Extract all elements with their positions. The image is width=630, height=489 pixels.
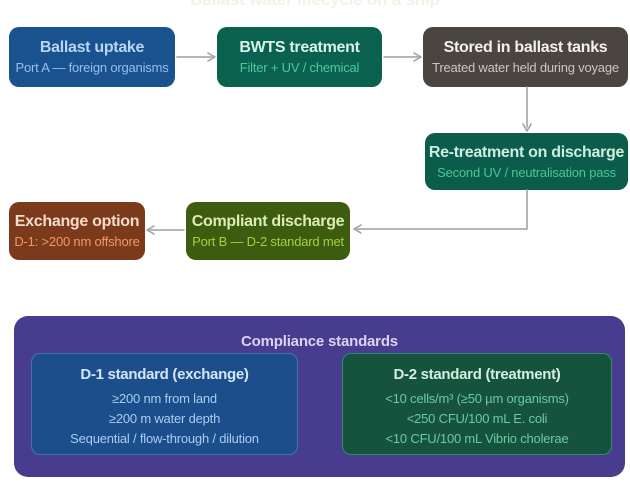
page-title: Ballast water lifecycle on a ship — [0, 0, 630, 10]
arrowhead-left-icon — [353, 224, 362, 234]
node-ballast-uptake: Ballast uptake Port A — foreign organism… — [9, 27, 175, 87]
arrow-retreat-to-compliant — [356, 189, 528, 230]
node-stored-in-ballast-tanks: Stored in ballast tanks Treated water he… — [423, 27, 628, 87]
node-title: Ballast uptake — [39, 39, 145, 56]
card-line: <10 CFU/100 mL Vibrio cholerae — [385, 431, 569, 446]
card-title: D-2 standard (treatment) — [393, 366, 561, 383]
card-line: <10 cells/m³ (≥50 µm organisms) — [385, 391, 569, 406]
card-line: ≥200 nm from land — [112, 391, 217, 406]
card-line: ≥200 m water depth — [108, 411, 221, 426]
node-subtitle: D-1: >200 nm offshore — [14, 234, 140, 249]
node-subtitle: Filter + UV / chemical — [239, 60, 360, 75]
node-title: Stored in ballast tanks — [443, 39, 608, 56]
arrowhead-right-icon — [207, 52, 216, 62]
node-exchange-option: Exchange option D-1: >200 nm offshore — [9, 202, 145, 260]
card-title: D-1 standard (exchange) — [80, 366, 249, 383]
compliance-standards-panel: Compliance standards D-1 standard (excha… — [14, 316, 625, 477]
node-title: Re-treatment on discharge — [428, 143, 625, 161]
node-bwts-treatment: BWTS treatment Filter + UV / chemical — [217, 27, 382, 87]
card-d2-standard: D-2 standard (treatment) <10 cells/m³ (≥… — [342, 353, 612, 455]
node-subtitle: Second UV / neutralisation pass — [437, 164, 616, 180]
card-d1-standard: D-1 standard (exchange) ≥200 nm from lan… — [31, 353, 298, 455]
node-compliant-discharge: Compliant discharge Port B — D-2 standar… — [186, 202, 350, 260]
node-title: Compliant discharge — [191, 213, 345, 230]
card-line: <250 CFU/100 mL E. coli — [406, 411, 548, 426]
panel-header: Compliance standards — [241, 333, 398, 350]
arrowhead-left-icon — [146, 225, 155, 235]
arrowhead-right-icon — [413, 52, 422, 62]
node-subtitle: Treated water held during voyage — [432, 60, 619, 75]
node-title: Exchange option — [14, 213, 140, 230]
card-line: Sequential / flow-through / dilution — [70, 431, 259, 446]
arrowhead-down-icon — [522, 123, 532, 132]
node-retreatment-on-discharge: Re-treatment on discharge Second UV / ne… — [425, 133, 628, 190]
node-subtitle: Port B — D-2 standard met — [192, 234, 344, 249]
node-subtitle: Port A — foreign organisms — [15, 60, 169, 75]
node-title: BWTS treatment — [239, 39, 360, 56]
